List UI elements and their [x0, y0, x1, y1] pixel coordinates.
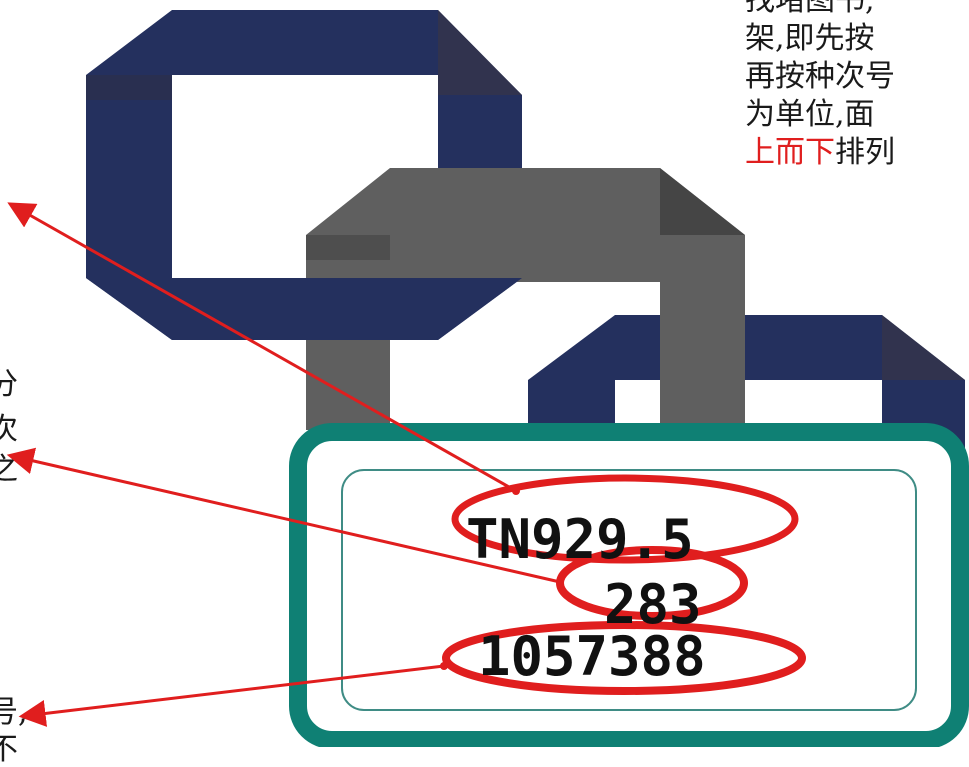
chain-link-gray-middle [306, 168, 745, 430]
paragraph-line: 为单位,面 [745, 97, 875, 132]
left-text-fragment: 号, [0, 695, 28, 730]
arrow-class-number [7, 202, 517, 493]
arrow-book-number [6, 447, 561, 584]
highlight-ellipses [442, 474, 806, 695]
arrow-barcode-number [18, 664, 445, 727]
arrow-tail-dot [512, 487, 520, 495]
paragraph-line-tail: 排列 [835, 135, 895, 170]
annotation-arrows [6, 202, 561, 727]
explanation-paragraph: 找堵图书, 架,即先按 再按种次号 为单位,面 上而下排列 [745, 0, 895, 172]
paragraph-red-text: 上而下 [745, 135, 835, 170]
paragraph-line: 架,即先按 [745, 21, 875, 56]
book-number-text: 283 [604, 573, 702, 636]
left-text-fragment: 分 [0, 367, 18, 402]
class-number-text: TN929.5 [466, 508, 694, 571]
ellipse-class-number [451, 474, 799, 564]
paragraph-line: 找堵图书, [745, 0, 875, 18]
left-text-fragment: 次 [0, 412, 18, 447]
arrow-tail-dot [440, 662, 448, 670]
slide-canvas [6, 10, 969, 747]
left-text-fragment: 不 [0, 732, 18, 767]
ellipse-barcode-number [442, 621, 806, 695]
ellipse-book-number [556, 546, 748, 620]
barcode-number-text: 1057388 [478, 625, 706, 688]
chain-link-navy-front-band [86, 278, 522, 340]
paragraph-line-mixed: 上而下排列 [745, 134, 895, 172]
paragraph-line: 再按种次号 [745, 59, 895, 94]
left-text-fragment: 之 [0, 452, 18, 487]
